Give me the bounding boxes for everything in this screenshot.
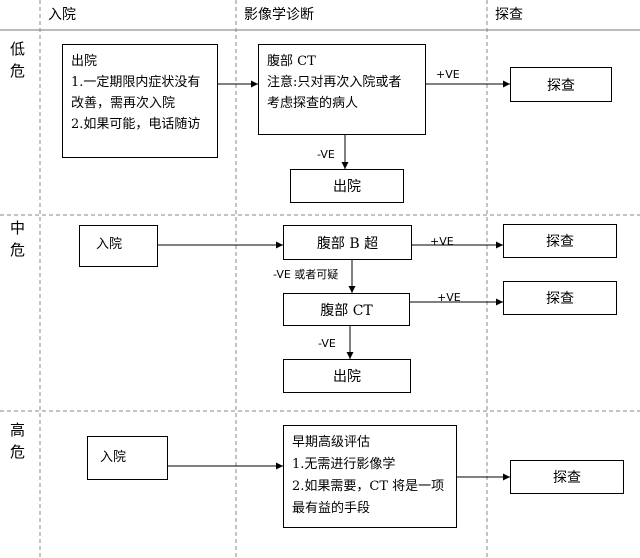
risk-high-label: 高危: [10, 421, 26, 461]
mid-explore1-box: 探查: [503, 224, 617, 258]
low-explore-box: 探查: [510, 67, 612, 102]
low-discharge-line2: 改善，需再次入院: [71, 96, 176, 111]
mid-ct-box: 腹部 CT: [283, 293, 410, 326]
low-pos-label: +VE: [436, 68, 460, 81]
mid-admit-box: 入院: [79, 225, 158, 267]
header-imaging: 影像学诊断: [244, 7, 314, 23]
high-explore-box: 探查: [510, 460, 624, 494]
low-ct-line2: 考虑探查的病人: [267, 96, 359, 111]
mid-pos-label-1: +VE: [430, 235, 454, 248]
low-ct-line1: 注意:只对再次入院或者: [267, 75, 402, 90]
high-eval-box: 早期高级评估 1.无需进行影像学 2.如果需要，CT 将是一项 最有益的手段: [283, 425, 457, 528]
high-eval-line2: 2.如果需要，CT 将是一项: [292, 479, 445, 494]
high-eval-line1: 1.无需进行影像学: [292, 457, 396, 472]
low-ct-title: 腹部 CT: [267, 54, 316, 69]
low-discharge2-box: 出院: [290, 169, 404, 203]
low-discharge-line3: 2.如果可能，电话随访: [71, 117, 201, 132]
high-eval-line3: 最有益的手段: [292, 501, 371, 516]
mid-us-box: 腹部 B 超: [283, 225, 412, 260]
mid-explore2-box: 探查: [503, 281, 617, 315]
header-explore: 探查: [495, 7, 523, 23]
header-admit: 入院: [48, 7, 76, 23]
high-eval-title: 早期高级评估: [292, 435, 371, 450]
low-discharge-line1: 1.一定期限内症状没有: [71, 75, 201, 90]
mid-pos-label-2: +VE: [437, 291, 461, 304]
mid-neg-label: -VE: [318, 337, 336, 350]
low-discharge-box: 出院 1.一定期限内症状没有 改善，需再次入院 2.如果可能，电话随访: [62, 44, 218, 158]
risk-mid-label: 中危: [10, 219, 26, 259]
low-neg-label: -VE: [317, 148, 335, 161]
mid-discharge-box: 出院: [283, 359, 411, 393]
mid-neg-doubt-label: -VE 或者可疑: [273, 268, 339, 281]
high-admit-box: 入院: [87, 436, 168, 480]
risk-low-label: 低危: [10, 40, 26, 80]
low-discharge-title: 出院: [71, 54, 98, 69]
low-ct-box: 腹部 CT 注意:只对再次入院或者 考虑探查的病人: [258, 44, 426, 135]
